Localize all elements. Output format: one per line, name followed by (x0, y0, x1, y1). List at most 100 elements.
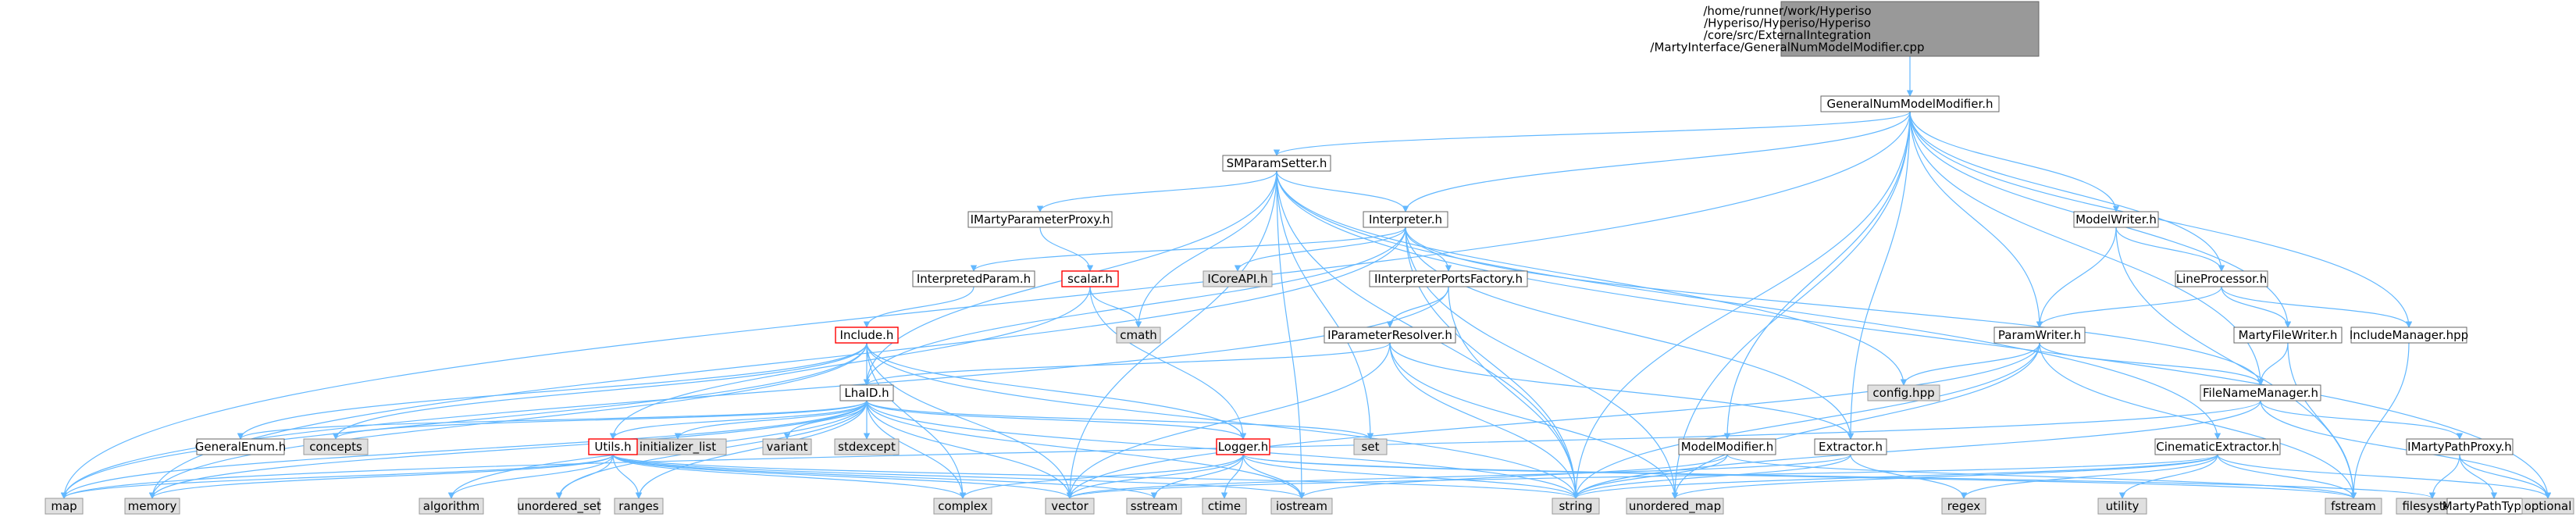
edge-interpreter-to-filenamemanager (1405, 227, 2264, 386)
node-includemanager[interactable]: IncludeManager.hpp (2350, 327, 2468, 344)
edge-smparam-to-interpreter (1276, 170, 1409, 212)
edge-lineproc-to-includemanager (2221, 286, 2413, 328)
node-variant-box (762, 438, 812, 455)
node-modelmodifier-box (1678, 438, 1776, 455)
node-iostream-box (1270, 498, 1333, 515)
node-utility-box (2097, 498, 2147, 515)
edge-modelmodifier-to-iostream (1298, 454, 1728, 499)
edge-iparamresolver-to-vector (1066, 342, 1391, 499)
edge-paramwriter-to-fstream (2039, 342, 2357, 499)
node-sstream-box (1126, 498, 1182, 515)
node-optional: optional (2521, 498, 2574, 515)
node-root-label: /MartyInterface/GeneralNumModelModifier.… (1650, 40, 1924, 54)
node-include[interactable]: Include.h (835, 327, 899, 344)
edge-interpreter-to-extractor (1405, 227, 1855, 440)
node-scalar[interactable]: scalar.h (1061, 270, 1119, 287)
edge-cinematic-to-utility (2118, 454, 2218, 499)
node-iinterpports[interactable]: IInterpreterPortsFactory.h (1369, 270, 1528, 287)
node-root[interactable]: /home/runner/work/Hyperiso/Hyperiso/Hype… (1650, 1, 2040, 57)
node-martyfilewriter-label: MartyFileWriter.h (2239, 328, 2338, 342)
node-gnmm[interactable]: GeneralNumModelModifier.h (1820, 95, 2000, 112)
edge-imartypathproxy-to-martypathtypes (2459, 454, 2498, 499)
node-iostream: iostream (1270, 498, 1333, 515)
node-modelwriter[interactable]: ModelWriter.h (2073, 211, 2159, 228)
node-initlist: initializer_list (629, 438, 727, 455)
node-regex: regex (1941, 498, 1986, 515)
edge-iparamresolver-to-lhaid (863, 342, 1391, 386)
node-martypathtypes[interactable]: MartyPathTypes.h (2442, 498, 2546, 515)
edge-gnmm-to-interpreter (1402, 111, 1911, 212)
edges-layer (60, 55, 2552, 499)
node-complex-box (933, 498, 992, 515)
node-utils[interactable]: Utils.h (588, 438, 638, 455)
edge-interpreter-to-unorderedmap (1405, 227, 1679, 499)
node-filenamemanager[interactable]: FileNameManager.h (2200, 384, 2321, 401)
edge-paramwriter-to-filenamemanager (2039, 342, 2264, 386)
node-vector-box (1045, 498, 1095, 515)
node-iparamresolver[interactable]: IParameterResolver.h (1324, 327, 1456, 344)
node-cinematic-label: CinematicExtractor.h (2156, 440, 2278, 454)
edge-extractor-to-string (1572, 454, 1851, 499)
node-iinterpports-box (1369, 270, 1528, 287)
node-martyfilewriter[interactable]: MartyFileWriter.h (2233, 327, 2343, 344)
node-extractor[interactable]: Extractor.h (1814, 438, 1887, 455)
node-stdexcept-label: stdexcept (838, 440, 896, 454)
node-interpparam[interactable]: InterpretedParam.h (912, 270, 1035, 287)
node-paramwriter[interactable]: ParamWriter.h (1993, 327, 2086, 344)
node-generalenum-box (196, 438, 285, 455)
node-imartyproxy-box (967, 211, 1113, 228)
node-lhaid[interactable]: LhaID.h (839, 384, 894, 401)
node-ctime: ctime (1202, 498, 1247, 515)
node-initlist-label: initializer_list (640, 440, 716, 455)
node-cmath-box (1116, 327, 1161, 344)
node-memory: memory (124, 498, 180, 515)
node-utils-box (588, 438, 638, 455)
edge-imartypathproxy-to-optional (2459, 454, 2552, 499)
edge-cinematic-to-fstream (2217, 454, 2357, 499)
node-concepts-box (303, 438, 369, 455)
node-logger[interactable]: Logger.h (1216, 438, 1270, 455)
node-map: map (45, 498, 84, 515)
node-interpreter[interactable]: Interpreter.h (1363, 211, 1448, 228)
edge-logger-to-filesystem (1242, 454, 2435, 499)
node-regex-label: regex (1947, 499, 1981, 513)
node-imartypathproxy[interactable]: IMartyPathProxy.h (2406, 438, 2514, 455)
node-cinematic[interactable]: CinematicExtractor.h (2154, 438, 2281, 455)
node-smparam-box (1222, 155, 1331, 172)
edge-modelwriter-to-fstream (2115, 227, 2357, 499)
node-logger-label: Logger.h (1218, 440, 1269, 454)
node-string: string (1552, 498, 1600, 515)
node-lhaid-box (839, 384, 894, 401)
nodes-layer: /home/runner/work/Hyperiso/Hyperiso/Hype… (45, 1, 2574, 515)
edge-utils-to-algorithm (447, 454, 614, 499)
node-modelmodifier[interactable]: ModelModifier.h (1678, 438, 1776, 455)
edge-logger-to-iostream (1242, 454, 1306, 499)
node-complex-label: complex (938, 499, 988, 513)
node-paramwriter-label: ParamWriter.h (1998, 328, 2081, 342)
node-include-box (835, 327, 899, 344)
edge-iparamresolver-to-string (1389, 342, 1580, 499)
edge-utils-to-sstream (612, 454, 1158, 499)
node-vector: vector (1045, 498, 1095, 515)
node-algorithm-box (419, 498, 484, 515)
edge-filenamemanager-to-map (61, 400, 2261, 499)
node-imartyproxy[interactable]: IMartyParameterProxy.h (967, 211, 1113, 228)
node-filenamemanager-box (2200, 384, 2321, 401)
node-confighpp-label: config.hpp (1872, 386, 1934, 400)
node-extractor-box (1814, 438, 1887, 455)
node-martypathtypes-label: MartyPathTypes.h (2442, 499, 2546, 513)
edge-paramwriter-to-confighpp (1900, 342, 2040, 386)
node-ranges-label: ranges (618, 499, 659, 513)
edge-smparam-to-cmath (1135, 170, 1277, 328)
node-generalenum[interactable]: GeneralEnum.h (195, 438, 287, 455)
node-lineproc-box (2175, 270, 2268, 287)
edge-interpreter-to-iinterpports (1405, 227, 1452, 272)
node-complex: complex (933, 498, 992, 515)
node-utility-label: utility (2106, 499, 2140, 513)
node-smparam[interactable]: SMParamSetter.h (1222, 155, 1331, 172)
node-lineproc[interactable]: LineProcessor.h (2175, 270, 2268, 287)
node-unorderedset-box (518, 498, 600, 515)
node-root-label: /home/runner/work/Hyperiso (1703, 4, 1871, 18)
edge-logger-to-sstream (1150, 454, 1244, 499)
edge-utils-to-vector (612, 454, 1074, 499)
